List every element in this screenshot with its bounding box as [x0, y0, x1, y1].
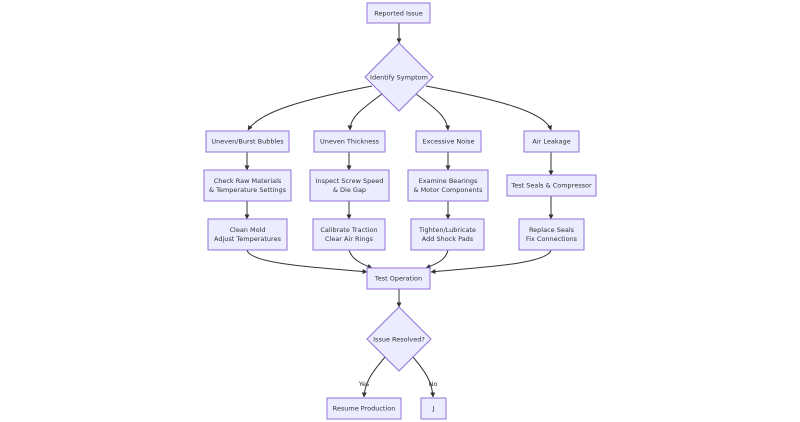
node-inspect-screw-speed: Inspect Screw Speed & Die Gap [309, 169, 390, 202]
svg-text:Replace Seals: Replace Seals [529, 226, 575, 234]
edge-label-yes: Yes [358, 380, 370, 388]
svg-text:& Die Gap: & Die Gap [333, 186, 366, 194]
svg-text:Excessive Noise: Excessive Noise [423, 138, 475, 146]
node-air-leakage: Air Leakage [523, 130, 580, 153]
edge-identify-to-bubbles [247, 85, 373, 131]
node-examine-bearings: Examine Bearings & Motor Components [407, 169, 489, 202]
node-replace-seals: Replace Seals Fix Connections [518, 218, 585, 251]
edge-identify-to-leakage [425, 85, 552, 131]
edge-tighten-to-testop [425, 249, 449, 269]
svg-text:Examine Bearings: Examine Bearings [419, 177, 478, 185]
node-test-operation: Test Operation [366, 267, 431, 290]
node-identify-symptom: Identify Symptom [364, 42, 434, 112]
svg-text:Uneven Thickness: Uneven Thickness [320, 138, 380, 146]
svg-text:Fix Connections: Fix Connections [526, 235, 578, 243]
edge-identify-to-thickness [347, 93, 383, 131]
svg-text:Inspect Screw Speed: Inspect Screw Speed [316, 177, 384, 185]
svg-text:Reported Issue: Reported Issue [374, 10, 423, 18]
edge-calibrate-to-testop [348, 249, 373, 269]
edges [244, 23, 554, 398]
node-clean-mold: Clean Mold Adjust Temperatures [207, 218, 288, 251]
node-excessive-noise: Excessive Noise [415, 130, 482, 153]
svg-text:Test Operation: Test Operation [374, 275, 422, 283]
svg-text:Resume Production: Resume Production [333, 405, 396, 413]
node-test-seals: Test Seals & Compressor [506, 174, 597, 197]
svg-text:Test Seals & Compressor: Test Seals & Compressor [510, 182, 592, 190]
edge-replace-to-testop [430, 249, 552, 275]
svg-text:Uneven/Burst Bubbles: Uneven/Burst Bubbles [211, 138, 284, 146]
node-issue-resolved: Issue Resolved? [366, 306, 432, 372]
node-uneven-burst-bubbles: Uneven/Burst Bubbles [205, 130, 290, 153]
svg-text:Air Leakage: Air Leakage [532, 138, 570, 146]
node-uneven-thickness: Uneven Thickness [313, 130, 386, 153]
svg-text:& Temperature Settings: & Temperature Settings [209, 186, 287, 194]
edge-resolved-to-resume [361, 355, 387, 398]
svg-text:Adjust Temperatures: Adjust Temperatures [214, 235, 282, 243]
svg-text:Check Raw Materials: Check Raw Materials [214, 177, 282, 185]
svg-text:Add Shock Pads: Add Shock Pads [422, 235, 474, 243]
node-j: J [420, 397, 447, 420]
svg-text:Tighten/Lubricate: Tighten/Lubricate [418, 226, 476, 234]
svg-text:& Motor Components: & Motor Components [413, 186, 483, 194]
edge-clean-to-testop [246, 249, 368, 275]
node-calibrate-traction: Calibrate Traction Clear Air Rings [312, 218, 386, 251]
svg-text:Issue Resolved?: Issue Resolved? [373, 336, 425, 344]
svg-text:Identify Symptom: Identify Symptom [370, 74, 428, 82]
svg-text:Clean Mold: Clean Mold [229, 226, 265, 234]
edge-resolved-to-j [411, 355, 436, 398]
node-resume-production: Resume Production [326, 397, 402, 420]
svg-text:Clear Air Rings: Clear Air Rings [325, 235, 374, 243]
svg-text:Calibrate Traction: Calibrate Traction [320, 226, 377, 234]
svg-text:J: J [432, 405, 435, 413]
edge-label-no: No [429, 380, 438, 388]
edge-identify-to-noise [415, 93, 451, 131]
node-reported-issue: Reported Issue [366, 2, 431, 24]
node-check-raw-materials: Check Raw Materials & Temperature Settin… [203, 169, 292, 202]
node-tighten-lubricate: Tighten/Lubricate Add Shock Pads [410, 218, 485, 251]
